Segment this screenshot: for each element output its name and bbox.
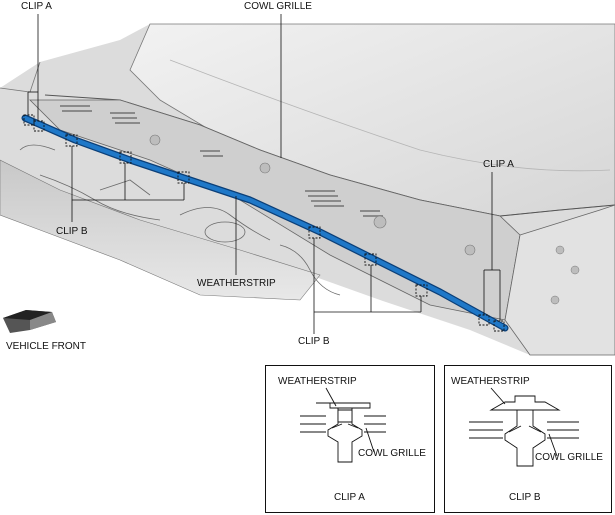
clip-a-marker-4 xyxy=(493,320,505,332)
clip-markers xyxy=(23,114,505,332)
clip-b-marker-4 xyxy=(308,226,321,239)
clip-a-label-top: CLIP A xyxy=(21,1,52,12)
clip-a-section-drawing xyxy=(300,387,386,463)
clip-b-label-left: CLIP B xyxy=(56,226,88,237)
hood-crease xyxy=(169,59,611,172)
clip-a-marker-1 xyxy=(23,114,35,126)
right-fender xyxy=(504,204,615,356)
clip-a-weatherstrip-label: WEATHERSTRIP xyxy=(278,376,357,387)
leader-lines xyxy=(27,14,501,334)
clip-b-marker-2 xyxy=(119,151,132,164)
weatherstrip xyxy=(22,115,508,331)
engine-bay xyxy=(0,159,321,301)
clip-b-label-bottom: CLIP B xyxy=(298,336,330,347)
weatherstrip-label: WEATHERSTRIP xyxy=(197,278,276,289)
clip-a-title: CLIP A xyxy=(334,492,365,503)
clip-a-label-right: CLIP A xyxy=(483,159,514,170)
clip-a-cowl-grille-label: COWL GRILLE xyxy=(358,448,426,459)
clip-a-marker-2 xyxy=(33,120,45,132)
clip-b-section-drawing xyxy=(469,387,579,467)
vehicle-front-label: VEHICLE FRONT xyxy=(6,341,87,352)
clip-b-title: CLIP B xyxy=(509,492,541,503)
vehicle-front-arrow-icon xyxy=(3,310,56,333)
cowl-grille-label: COWL GRILLE xyxy=(244,1,312,12)
clip-b-marker-6 xyxy=(415,284,428,297)
clip-b-weatherstrip-label: WEATHERSTRIP xyxy=(451,376,530,387)
clip-b-marker-5 xyxy=(364,253,377,266)
clip-a-detail-panel: WEATHERSTRIP COWL GRILLE CLIP A xyxy=(265,365,435,513)
clip-b-marker-1 xyxy=(65,134,78,147)
clip-b-cowl-grille-label: COWL GRILLE xyxy=(535,452,603,463)
cowl-area-illustration xyxy=(0,14,615,356)
clip-b-marker-3 xyxy=(177,171,190,184)
fender-holes xyxy=(550,245,580,305)
clip-b-detail-panel: WEATHERSTRIP COWL GRILLE CLIP B xyxy=(444,365,612,513)
grille-louvres xyxy=(60,105,383,217)
